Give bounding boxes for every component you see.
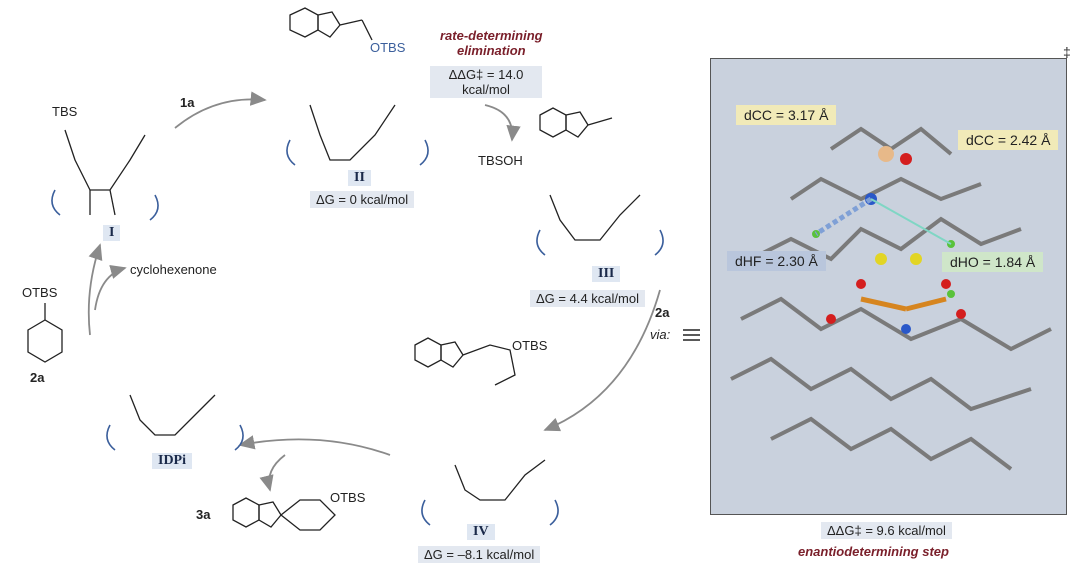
arrow-3a-out bbox=[259, 454, 286, 492]
label-otbs-3a: OTBS bbox=[330, 490, 366, 505]
ts-structure-panel bbox=[710, 58, 1067, 515]
roman-IDPi: IDPi bbox=[152, 453, 192, 469]
roman-III: III bbox=[592, 266, 621, 282]
rate-step-energy: ΔΔG‡ = 14.0 kcal/mol bbox=[430, 66, 542, 98]
label-otbs-indole: OTBS bbox=[370, 40, 406, 55]
roman-IV: IV bbox=[467, 524, 495, 540]
label-2a-left: 2a bbox=[30, 370, 45, 385]
label-tbs: TBS bbox=[52, 104, 78, 119]
structure-3a bbox=[232, 497, 336, 531]
rate-step-title: rate-determining elimination bbox=[440, 28, 543, 58]
label-3a: 3a bbox=[196, 507, 211, 522]
structure-IV bbox=[414, 337, 559, 526]
label-cyclohexenone: cyclohexenone bbox=[130, 262, 217, 277]
arrow-II-to-III bbox=[484, 104, 521, 142]
arrow-IV-to-IDPi bbox=[238, 435, 391, 456]
energy-II: ΔG = 0 kcal/mol bbox=[310, 191, 415, 208]
roman-II: II bbox=[348, 170, 371, 186]
arrow-I-to-II bbox=[174, 91, 267, 129]
distance-dcc-left: dCC = 3.17 Å bbox=[736, 105, 837, 125]
dagger-symbol: ‡ bbox=[1063, 44, 1071, 60]
energy-III: ΔG = 4.4 kcal/mol bbox=[530, 290, 645, 307]
label-otbs-2a: OTBS bbox=[22, 285, 58, 300]
arrow-III-to-IV bbox=[543, 289, 661, 432]
label-tbsoh: TBSOH bbox=[478, 153, 523, 168]
label-1a: 1a bbox=[180, 95, 195, 110]
energy-IV: ΔG = –8.1 kcal/mol bbox=[418, 546, 541, 563]
distance-dho: dHO = 1.84 Å bbox=[942, 252, 1044, 272]
label-otbs-IV: OTBS bbox=[512, 338, 548, 353]
roman-I: I bbox=[103, 225, 121, 241]
label-via: via: bbox=[650, 327, 671, 342]
structure-III bbox=[536, 107, 664, 256]
structure-I bbox=[51, 129, 159, 221]
distance-dcc-right: dCC = 2.42 Å bbox=[958, 130, 1059, 150]
ts-step-label: enantiodetermining step bbox=[798, 544, 949, 559]
arrow-IDPi-to-I bbox=[87, 243, 103, 336]
structure-II bbox=[286, 7, 429, 166]
distance-dhf: dHF = 2.30 Å bbox=[727, 251, 826, 271]
structure-2a bbox=[27, 303, 63, 363]
label-2a-right: 2a bbox=[655, 305, 670, 320]
structure-IDPi bbox=[106, 394, 244, 451]
equivalence-icon bbox=[683, 329, 700, 341]
ts-molecular-render bbox=[730, 126, 1052, 471]
ts-energy: ΔΔG‡ = 9.6 kcal/mol bbox=[821, 522, 952, 539]
arrow-cyclohexenone-out bbox=[94, 264, 127, 311]
